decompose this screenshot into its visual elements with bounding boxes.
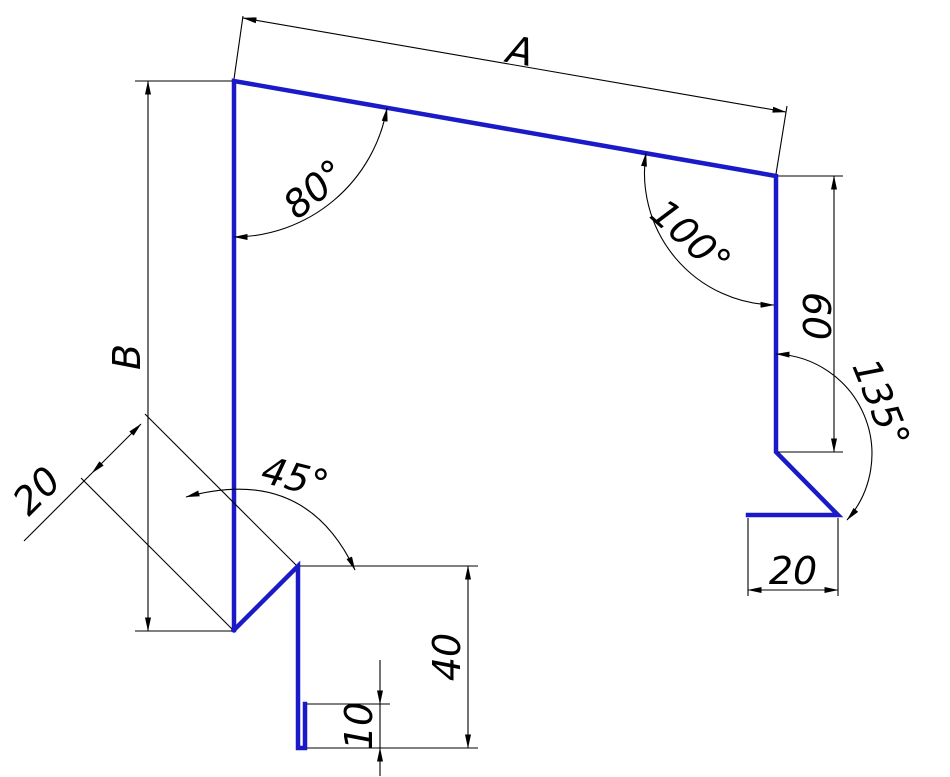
angle-45-label: 45°: [257, 448, 333, 507]
angle-100-label: 100°: [642, 190, 739, 284]
dimension-10-label: 10: [337, 702, 381, 750]
dimension-20-right: [747, 518, 839, 596]
dimension-40-label: 40: [425, 633, 469, 681]
dimension-b: [135, 80, 232, 632]
angle-135-arc: [775, 351, 873, 521]
dimension-a: [233, 15, 788, 175]
dimension-20-right-label: 20: [769, 549, 817, 593]
sheet-profile-left-hem: [230, 560, 308, 751]
angle-80-arc: [233, 107, 388, 240]
angle-45-arc: [185, 488, 356, 571]
dimension-20-left: [23, 413, 297, 630]
dimension-60-label: 60: [794, 292, 838, 340]
angle-80-label: 80°: [275, 151, 355, 228]
dimension-40: [300, 565, 478, 749]
dimension-10: [307, 660, 390, 776]
dimension-20-left-label: 20: [4, 458, 69, 523]
angle-135-label: 135°: [844, 352, 919, 453]
angle-100-arc: [640, 152, 775, 308]
dimension-b-label: B: [105, 344, 149, 370]
